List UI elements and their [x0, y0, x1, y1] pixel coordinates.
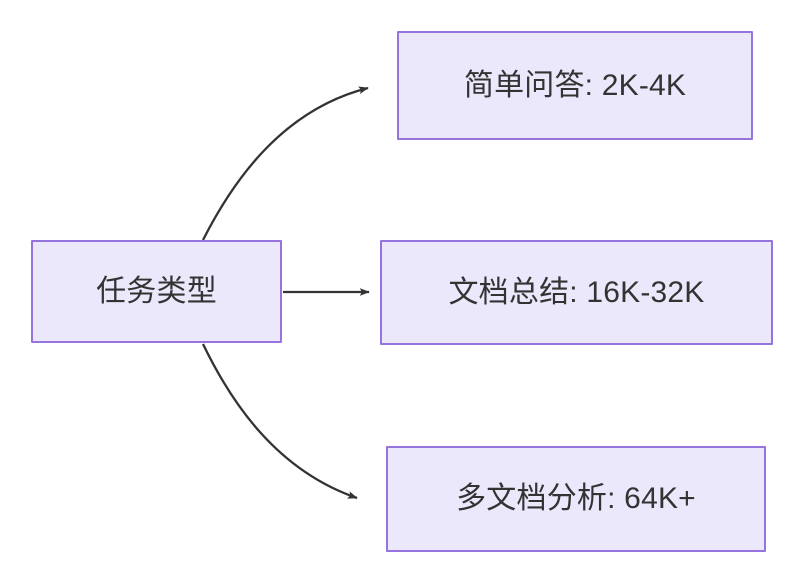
node-task-type-label: 任务类型: [96, 274, 217, 308]
node-simple-qa[interactable]: 简单问答: 2K-4K: [397, 31, 753, 140]
node-task-type[interactable]: 任务类型: [31, 240, 282, 343]
node-document-summary-label: 文档总结: 16K-32K: [448, 275, 705, 309]
node-multi-document-analysis[interactable]: 多文档分析: 64K+: [386, 446, 766, 552]
node-document-summary[interactable]: 文档总结: 16K-32K: [380, 240, 773, 345]
edge-root-to-simple-qa: [201, 86, 369, 241]
node-simple-qa-label: 简单问答: 2K-4K: [463, 68, 687, 102]
node-multi-document-analysis-label: 多文档分析: 64K+: [456, 482, 696, 515]
edge-root-to-multi-doc: [201, 343, 358, 500]
